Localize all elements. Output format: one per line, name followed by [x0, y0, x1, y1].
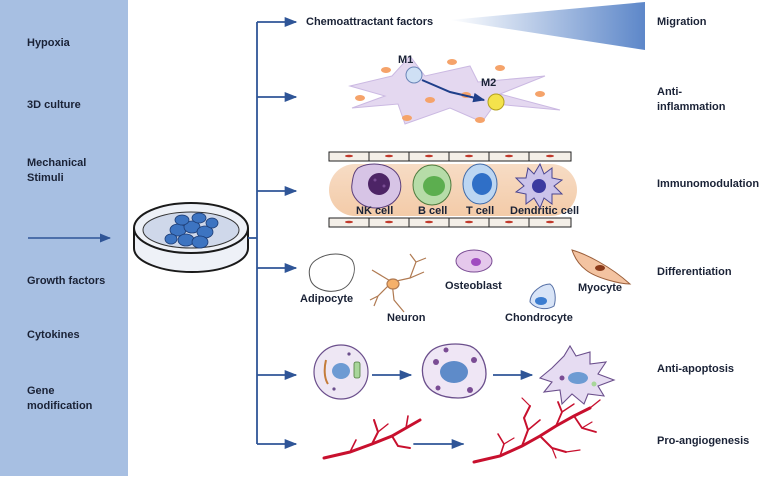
outcome-anti-apoptosis: Anti-apoptosis	[657, 363, 734, 375]
outcome-immunomodulation: Immunomodulation	[657, 178, 760, 190]
stimulus-mechanical-line2: Stimuli	[27, 172, 64, 184]
m1-macrophage-icon	[405, 66, 423, 84]
nk-cell-icon	[351, 163, 402, 209]
outcome-differentiation: Differentiation	[657, 266, 732, 278]
adipocyte-label: Adipocyte	[300, 293, 354, 305]
stimulus-cytokines: Cytokines	[27, 329, 80, 341]
outcome-anti-inflammation-line1: Anti-	[657, 86, 683, 98]
chondrocyte-icon	[529, 283, 556, 310]
t-cell-label: T cell	[466, 205, 495, 217]
migration-gradient-wedge	[450, 2, 645, 50]
osteoblast-icon	[455, 249, 493, 273]
stimulus-gene-line2: modification	[27, 400, 93, 412]
branch-connector	[248, 22, 258, 444]
m2-label: M2	[481, 77, 497, 89]
chondrocyte-label: Chondrocyte	[505, 312, 573, 324]
stimulus-3d-culture: 3D culture	[27, 99, 81, 111]
dense-vessel-icon	[472, 397, 601, 464]
sparse-vessel-icon	[322, 415, 422, 460]
stimulus-hypoxia: Hypoxia	[27, 37, 70, 49]
m2-macrophage-icon	[487, 93, 505, 111]
chemoattractant-label: Chemoattractant factors	[306, 16, 434, 28]
adipocyte-icon	[308, 253, 355, 292]
branch-arrows	[257, 16, 298, 450]
stimulus-mechanical-line1: Mechanical	[27, 157, 87, 169]
t-cell-icon	[462, 163, 498, 205]
myocyte-label: Myocyte	[578, 282, 623, 294]
osteoblast-label: Osteoblast	[445, 280, 502, 292]
neuron-icon	[369, 253, 427, 313]
outcome-migration: Migration	[657, 16, 707, 28]
outcome-anti-inflammation-line2: inflammation	[657, 101, 726, 113]
stimulus-gene-line1: Gene	[27, 385, 55, 397]
b-cell-icon	[412, 164, 452, 206]
apoptosis-progression-illustration	[313, 343, 616, 406]
outcome-pro-angiogenesis: Pro-angiogenesis	[657, 435, 750, 447]
myocyte-icon	[571, 249, 632, 285]
b-cell-label: B cell	[418, 205, 448, 217]
dendritic-cell-icon	[514, 162, 564, 210]
dendritic-cell-label: Dendritic cell	[510, 205, 580, 217]
blood-vessel-immune-illustration	[328, 151, 577, 228]
nk-cell-label: NK cell	[356, 205, 394, 217]
m1-label: M1	[398, 54, 414, 66]
petri-dish-icon	[133, 202, 249, 274]
differentiation-illustration	[308, 249, 632, 313]
apoptotic-cell-icon	[538, 344, 616, 406]
stimulus-growth-factors: Growth factors	[27, 275, 106, 287]
healthy-cell-icon	[313, 344, 369, 400]
angiogenesis-illustration	[322, 397, 601, 464]
neuron-label: Neuron	[387, 312, 426, 324]
macrophage-polarization-illustration	[348, 55, 561, 125]
stressed-cell-icon	[421, 343, 487, 399]
